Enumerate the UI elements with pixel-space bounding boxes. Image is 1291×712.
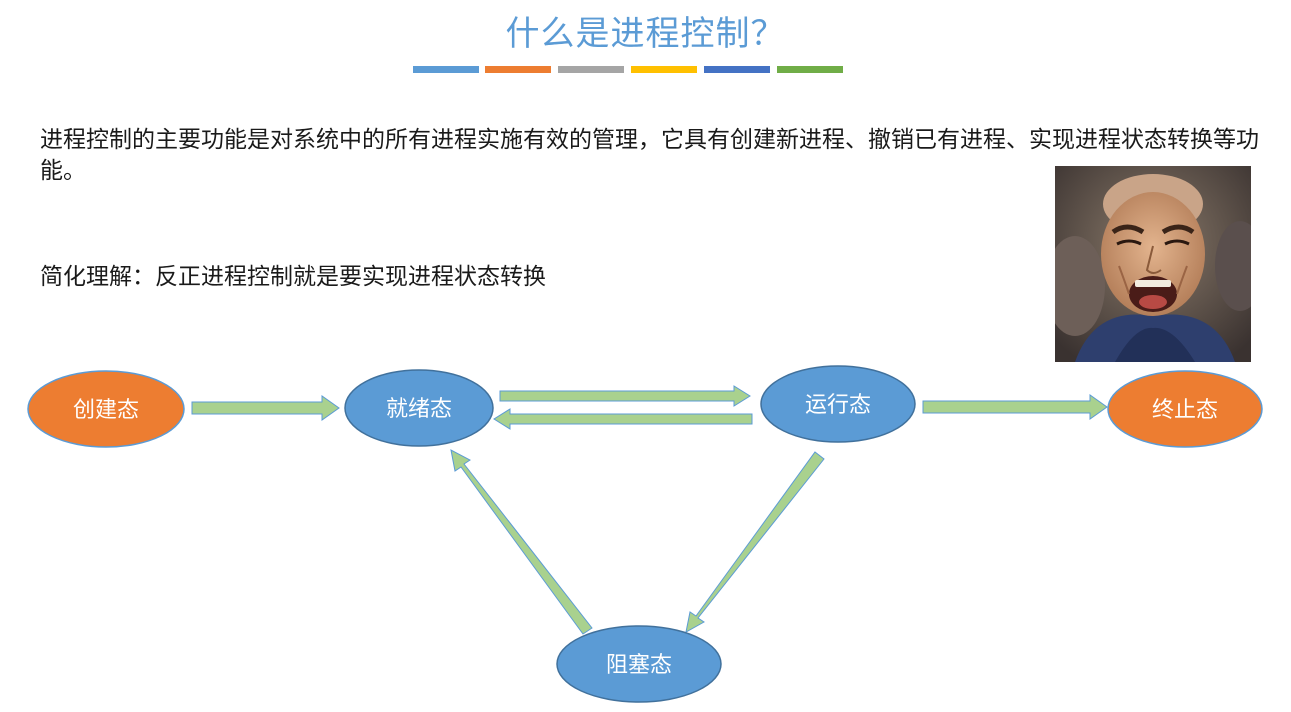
state-blocked-label: 阻塞态 (606, 653, 672, 678)
arrow-blocked-to-ready (450, 449, 593, 635)
arrow-ready-to-running (499, 385, 751, 407)
title-color-bar-6 (777, 66, 843, 73)
state-create: 创建态 (27, 370, 185, 448)
main-paragraph: 进程控制的主要功能是对系统中的所有进程实施有效的管理，它具有创建新进程、撤销已有… (40, 127, 1259, 184)
state-ready: 就绪态 (344, 369, 494, 447)
state-running-label: 运行态 (805, 393, 871, 418)
shouting-man-meme-photo (1055, 166, 1251, 362)
state-terminated: 终止态 (1107, 370, 1263, 448)
state-terminated-label: 终止态 (1152, 398, 1218, 423)
state-ready-label: 就绪态 (386, 397, 452, 422)
title-color-bar-5 (704, 66, 770, 73)
title-color-bar-2 (485, 66, 551, 73)
title-color-bar-4 (631, 66, 697, 73)
summary-paragraph: 简化理解：反正进程控制就是要实现进程状态转换 (40, 264, 546, 290)
state-create-label: 创建态 (73, 398, 139, 423)
title-color-bar-3 (558, 66, 624, 73)
arrow-running-to-blocked (685, 451, 825, 633)
title-color-bar-1 (413, 66, 479, 73)
page-title: 什么是进程控制？ (505, 14, 786, 54)
arrow-running-to-terminated (922, 394, 1108, 420)
arrow-create-to-ready (191, 395, 340, 421)
state-blocked: 阻塞态 (556, 625, 722, 703)
arrow-running-to-ready (493, 408, 753, 430)
state-running: 运行态 (760, 365, 916, 443)
